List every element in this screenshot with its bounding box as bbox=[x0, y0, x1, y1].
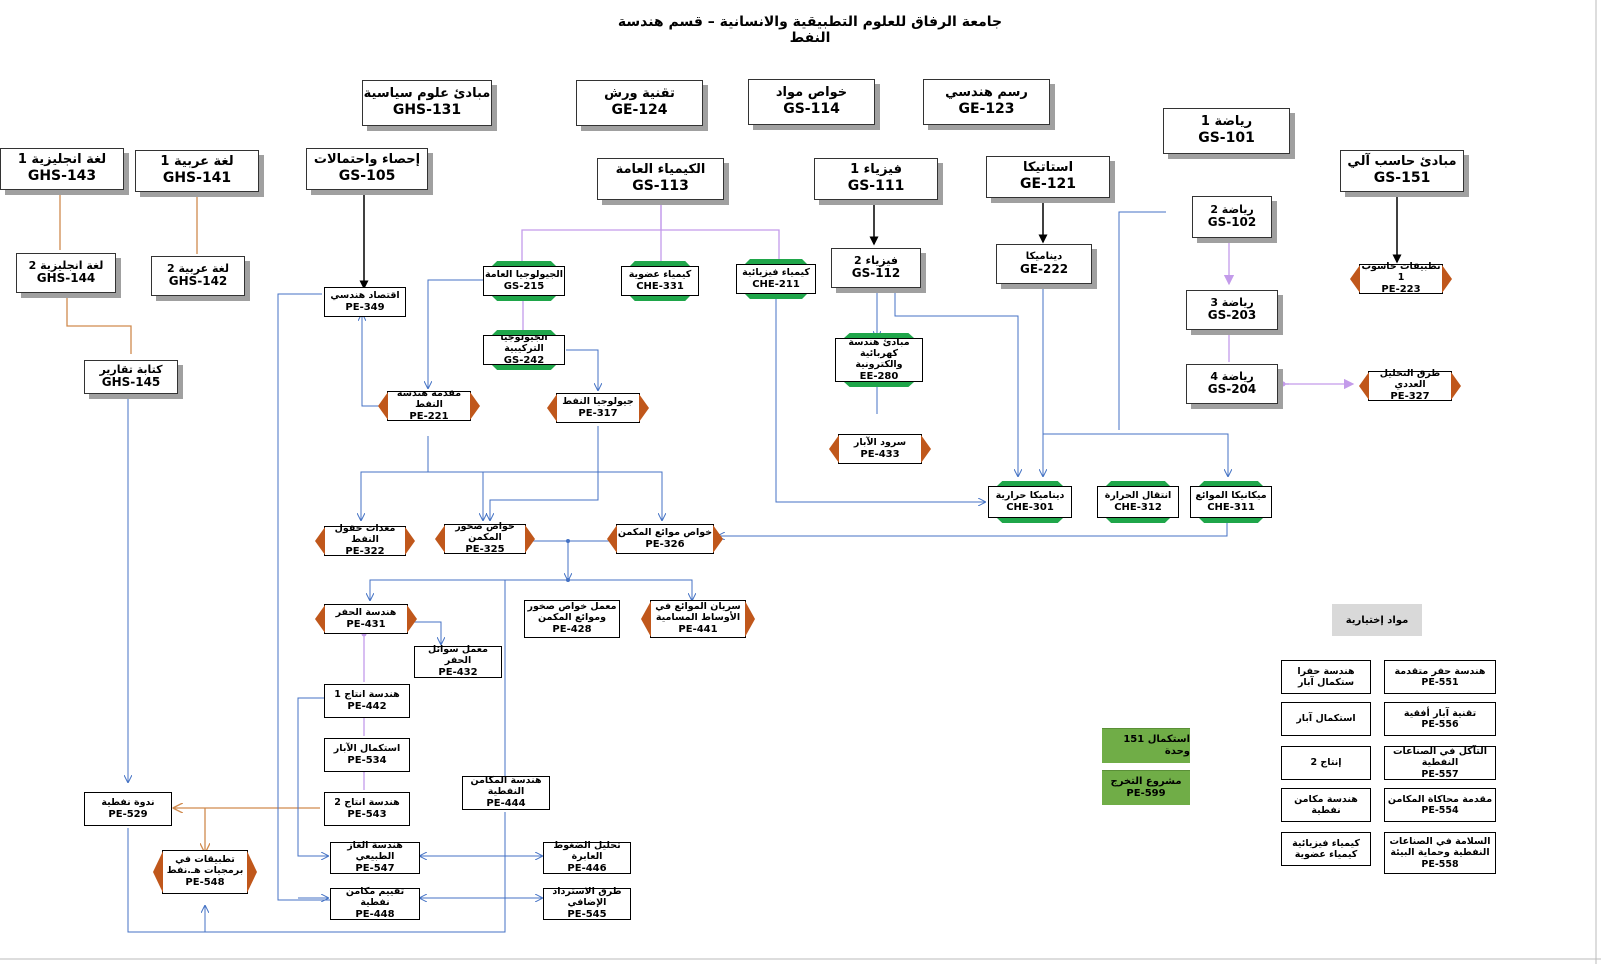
elective-note-3: إنتاج 2 bbox=[1281, 746, 1371, 780]
page-title: جامعة الرفاق للعلوم التطبيقية والانسانية… bbox=[617, 14, 1003, 46]
elective-pe558: السلامة في الصناعات النفطية وحماية البيئ… bbox=[1384, 832, 1496, 874]
elective-note-2: استكمال آبار bbox=[1281, 702, 1371, 736]
total-credits: استكمال 151 وحدة bbox=[1102, 728, 1190, 763]
elective-note-5: كيمياء فيزيائية كيمياء عضوية bbox=[1281, 832, 1371, 866]
electives-header: مواد إختيارية bbox=[1332, 604, 1422, 636]
elective-note-4: هندسة مكامن نفطية bbox=[1281, 788, 1371, 822]
elective-note-1: هندسة حفرا ستكمال آبار bbox=[1281, 660, 1371, 694]
